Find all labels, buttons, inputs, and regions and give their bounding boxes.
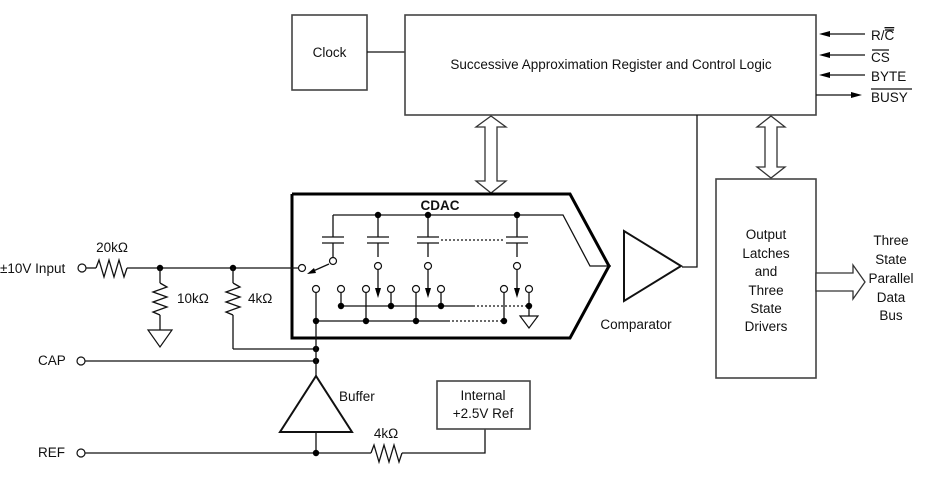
svg-text:Three: Three: [873, 233, 908, 248]
buffer-amplifier: [278, 374, 354, 433]
cdac-block: CDAC: [290, 192, 611, 345]
capacitor-array: [322, 211, 528, 257]
input-pin-terminal: [77, 263, 87, 273]
svg-text:4kΩ: 4kΩ: [374, 426, 398, 441]
svg-text:and: and: [755, 264, 778, 279]
ground-icon: [146, 329, 174, 349]
control-signals: R/C CS BYTE BUSY: [816, 28, 912, 105]
switch-arrow-icon: [425, 288, 431, 298]
arrow-in-icon: [819, 72, 830, 78]
svg-text:10kΩ: 10kΩ: [177, 291, 209, 306]
signal-cs: CS: [871, 50, 890, 65]
svg-text:Latches: Latches: [742, 246, 790, 261]
cap-pin-label: CAP: [38, 353, 66, 368]
svg-text:Drivers: Drivers: [745, 319, 788, 334]
input-pin-label: ±10V Input: [0, 261, 65, 276]
data-bus-arrow-icon: [815, 262, 866, 302]
svg-text:Internal: Internal: [460, 388, 505, 403]
output-latches-block: Output Latches and Three State Drivers: [715, 178, 817, 379]
resistor-4k: [224, 282, 242, 316]
reference-network: CAP Buffer REF 4kΩ Internal +2.5V Ref: [38, 345, 531, 465]
ref-pin-label: REF: [38, 445, 65, 460]
switch-arrow-icon: [307, 268, 316, 274]
arrow-in-icon: [819, 52, 830, 58]
sar-label: Successive Approximation Register and Co…: [450, 57, 771, 72]
resistor-10k: [151, 282, 169, 316]
cap-pin-terminal: [76, 356, 86, 366]
ground-icon: [518, 315, 540, 329]
bidirectional-bus-arrow-icon: [474, 115, 508, 194]
internal-ref-block: [436, 380, 531, 430]
signal-busy: BUSY: [871, 90, 908, 105]
clock-block: Clock: [291, 14, 368, 91]
sar-block: Successive Approximation Register and Co…: [404, 14, 817, 116]
svg-text:+2.5V Ref: +2.5V Ref: [453, 406, 514, 421]
signal-byte: BYTE: [871, 69, 906, 84]
svg-text:4kΩ: 4kΩ: [248, 291, 272, 306]
ref-pin-terminal: [76, 448, 86, 458]
svg-text:Three: Three: [748, 283, 783, 298]
arrow-out-icon: [851, 92, 862, 98]
clock-label: Clock: [313, 45, 347, 60]
input-network: ±10V Input 20kΩ 10kΩ 4kΩ: [0, 240, 320, 353]
buffer-label: Buffer: [339, 389, 375, 404]
switch-arrow-icon: [514, 288, 520, 298]
comparator: Comparator: [600, 229, 683, 332]
svg-text:Bus: Bus: [879, 308, 903, 323]
svg-text:20kΩ: 20kΩ: [96, 240, 128, 255]
svg-text:Data: Data: [877, 290, 906, 305]
signal-rc: R/C: [871, 28, 895, 43]
comparator-label: Comparator: [600, 317, 672, 332]
svg-text:Parallel: Parallel: [868, 271, 913, 286]
cdac-label: CDAC: [421, 198, 460, 213]
svg-text:State: State: [875, 252, 907, 267]
data-bus-label: Three State Parallel Data Bus: [868, 233, 913, 323]
comparator-to-sar-wire: [682, 115, 698, 268]
switch-arrow-icon: [375, 288, 381, 298]
arrow-in-icon: [819, 31, 830, 37]
bidirectional-bus-arrow-icon: [755, 115, 787, 179]
svg-text:State: State: [750, 301, 782, 316]
resistor-ref-4k: [370, 442, 403, 465]
resistor-20k: [95, 257, 128, 280]
svg-text:Output: Output: [746, 227, 787, 242]
